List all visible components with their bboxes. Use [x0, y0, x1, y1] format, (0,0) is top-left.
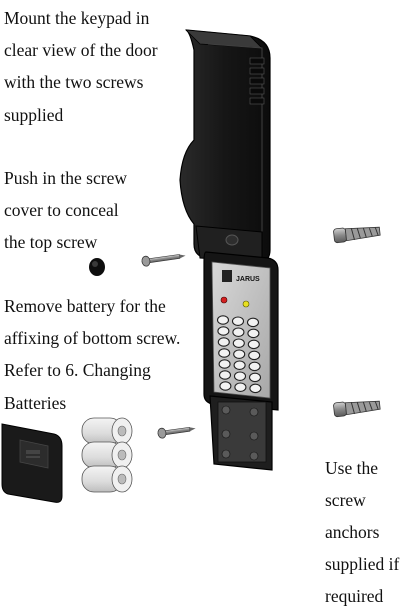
- keypad-key: [232, 327, 245, 337]
- instruction-line: cover to conceal: [4, 200, 119, 221]
- keypad-key: [248, 361, 261, 372]
- vent-ridges: [249, 57, 265, 105]
- battery-icon: [81, 417, 133, 445]
- bottom-screw-icon: [157, 426, 196, 439]
- instruction-screw-anchors: Use the screw anchors supplied if requir…: [325, 452, 399, 612]
- top-screw-icon: [141, 254, 186, 267]
- battery-icon: [81, 465, 133, 493]
- keypad-key: [234, 382, 247, 392]
- keypad-key: [216, 315, 230, 325]
- instruction-line: screw: [325, 490, 366, 510]
- instruction-screw-cover: Push in the screw cover to conceal the t…: [4, 162, 127, 259]
- keypad-key: [246, 317, 260, 328]
- instruction-remove-battery: Remove battery for the affixing of botto…: [4, 290, 180, 419]
- keypad-key: [217, 337, 230, 347]
- keypad-key: [248, 372, 262, 383]
- instruction-line: Remove battery for the: [4, 296, 166, 316]
- instruction-line: supplied if: [325, 554, 400, 574]
- screw-cover-icon: [89, 258, 105, 276]
- instruction-line: anchors: [325, 522, 380, 542]
- keypad-key: [247, 328, 260, 339]
- keypad-key: [233, 349, 246, 359]
- keypad-key: [218, 348, 231, 358]
- keypad-keys: [216, 315, 262, 394]
- keypad-key: [248, 350, 261, 361]
- keypad-back-housing: [179, 29, 271, 263]
- keypad-key: [233, 371, 247, 381]
- instruction-line: Push in the screw: [4, 168, 127, 188]
- instruction-line: Batteries: [4, 392, 67, 413]
- instruction-line: the top screw: [4, 232, 98, 253]
- screw-anchor-icon: [333, 226, 381, 244]
- keypad-front: JARUS: [203, 251, 279, 411]
- keypad-key: [218, 370, 232, 380]
- keypad-key: [219, 381, 232, 391]
- keypad-key: [218, 359, 231, 369]
- instruction-mount-keypad: Mount the keypad in clear view of the do…: [4, 2, 158, 131]
- instruction-line: Use the: [325, 458, 378, 478]
- instruction-line: required: [325, 586, 384, 606]
- instruction-line: clear view of the door: [4, 40, 158, 61]
- instruction-line: Refer to 6. Changing: [4, 360, 151, 381]
- instruction-line: Mount the keypad in: [4, 8, 150, 28]
- instruction-line: affixing of bottom screw.: [4, 328, 181, 349]
- battery-cover-icon: [1, 423, 63, 503]
- instruction-line: supplied: [4, 104, 64, 125]
- battery-compartment: [209, 395, 273, 471]
- keypad-key: [231, 316, 245, 326]
- keypad-key: [217, 326, 230, 336]
- red-led-icon: [220, 296, 228, 304]
- instruction-line: with the two screws: [4, 72, 144, 93]
- keypad-key: [232, 338, 245, 348]
- yellow-led-icon: [242, 300, 250, 308]
- brand-text: JARUS: [236, 276, 260, 283]
- keypad-key: [249, 383, 262, 394]
- batteries: [81, 417, 133, 493]
- keypad-key: [247, 339, 260, 350]
- brand-logo: JARUS: [222, 270, 260, 283]
- battery-icon: [81, 441, 133, 469]
- keypad-key: [233, 360, 246, 370]
- screw-anchor-icon: [333, 400, 381, 418]
